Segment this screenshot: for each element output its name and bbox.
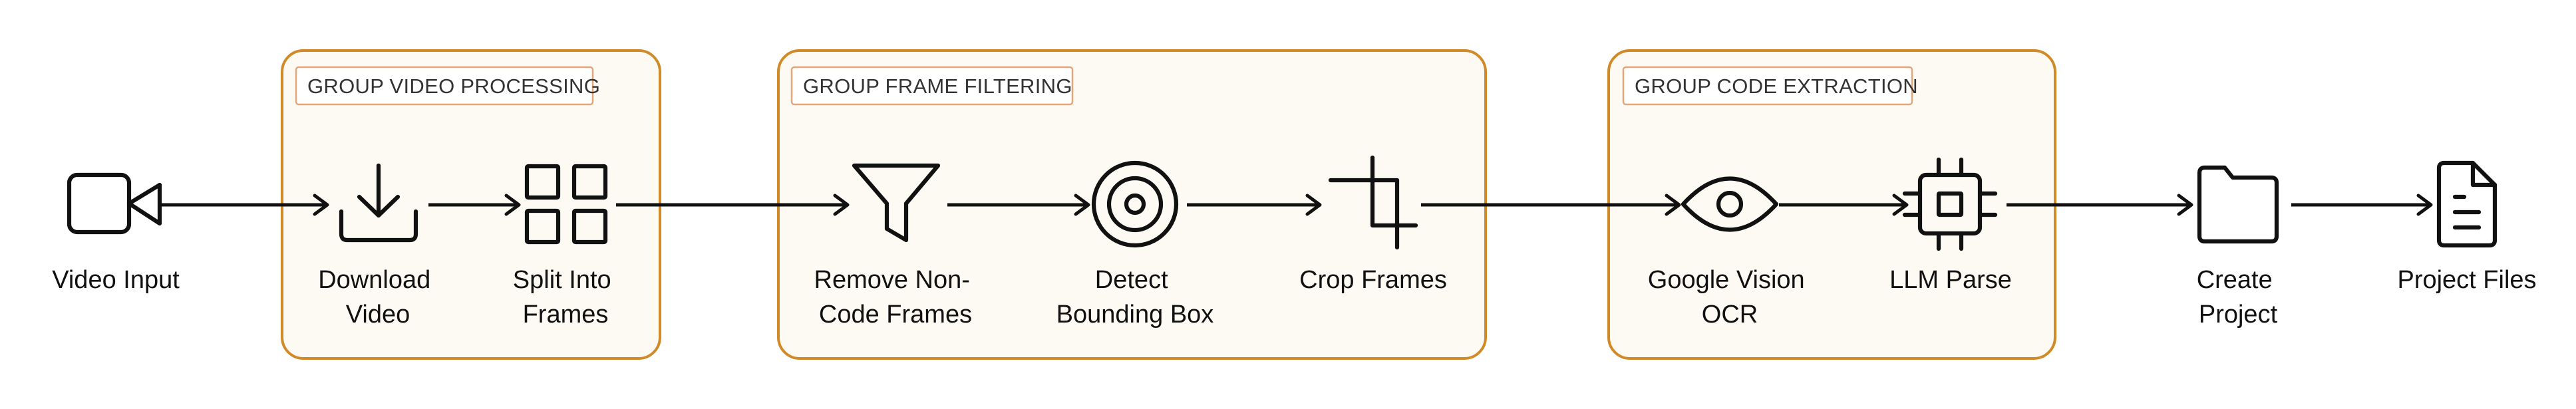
- edge-video-input-to-download: [161, 194, 329, 216]
- google-ocr-label-line-2: OCR: [1702, 301, 1758, 329]
- grid-icon: [524, 164, 608, 245]
- group-video-processing-label: GROUP VIDEO PROCESSING: [307, 74, 600, 98]
- folder-icon: [2197, 165, 2279, 244]
- create-project-label-line-1: Create: [2197, 266, 2273, 294]
- remove-frames-label-line-2: Code Frames: [819, 301, 972, 329]
- edge-crop-to-ocr: [1421, 194, 1681, 216]
- edge-remove-to-detect: [947, 194, 1090, 216]
- create-project-label-line-2: Project: [2199, 301, 2278, 329]
- node-remove-frames: Remove Non- Code Frames: [814, 163, 977, 329]
- edge-ocr-to-llm: [1779, 194, 1909, 216]
- edges: [161, 194, 2433, 216]
- video-input-label-line-1: Video Input: [52, 266, 180, 294]
- split-frames-label-line-1: Split Into: [513, 266, 611, 294]
- edge-split-to-remove: [616, 194, 850, 216]
- node-download-video: Download Video: [318, 163, 438, 329]
- video-input-label: Video Input: [52, 266, 180, 294]
- group-code-extraction-label-box: [1622, 66, 1913, 106]
- remove-frames-label-line-1: Remove Non-: [814, 266, 970, 294]
- video-camera-icon: [67, 172, 162, 235]
- document-icon: [2436, 160, 2497, 248]
- eye-icon: [1681, 176, 1779, 232]
- project-files-label: Project Files: [2397, 266, 2536, 294]
- node-split-frames: Split Into Frames: [513, 164, 618, 329]
- download-video-label-line-1: Download: [318, 266, 430, 294]
- group-frame-filtering-label-box: [790, 66, 1074, 106]
- detect-box-label-line-2: Bounding Box: [1056, 301, 1214, 329]
- google-ocr-label-line-1: Google Vision: [1648, 266, 1805, 294]
- node-video-input: Video Input: [52, 172, 180, 294]
- group-code-extraction-label: GROUP CODE EXTRACTION: [1635, 74, 1918, 98]
- llm-parse-label: LLM Parse: [1889, 266, 2012, 294]
- group-video-processing-label-box: [295, 66, 594, 106]
- edge-create-project-to-files: [2291, 194, 2433, 216]
- node-crop-frames: Crop Frames: [1299, 155, 1447, 294]
- node-detect-box: Detect Bounding Box: [1056, 160, 1214, 329]
- node-llm-parse: LLM Parse: [1889, 157, 2012, 294]
- node-project-files: Project Files: [2397, 160, 2537, 294]
- node-create-project: Create Project: [2197, 165, 2280, 329]
- create-project-label: Create Project: [2197, 266, 2280, 329]
- remove-frames-label: Remove Non- Code Frames: [814, 266, 977, 329]
- download-video-label: Download Video: [318, 266, 438, 329]
- crop-frames-label: Crop Frames: [1299, 266, 1447, 294]
- node-google-ocr: Google Vision OCR: [1648, 176, 1812, 329]
- download-icon: [339, 163, 418, 243]
- group-frame-filtering-label: GROUP FRAME FILTERING: [803, 74, 1072, 98]
- split-frames-label: Split Into Frames: [513, 266, 618, 329]
- crop-frames-label-line-1: Crop Frames: [1299, 266, 1447, 294]
- target-icon: [1091, 160, 1179, 248]
- split-frames-label-line-2: Frames: [523, 301, 609, 329]
- download-video-label-line-2: Video: [346, 301, 410, 329]
- funnel-icon: [852, 163, 941, 243]
- crop-icon: [1328, 155, 1418, 250]
- project-files-label-line-1: Project Files: [2397, 266, 2536, 294]
- edge-detect-to-crop: [1187, 194, 1322, 216]
- detect-box-label: Detect Bounding Box: [1056, 266, 1214, 329]
- detect-box-label-line-1: Detect: [1095, 266, 1168, 294]
- edge-llm-to-create-project: [2007, 194, 2193, 216]
- google-ocr-label: Google Vision OCR: [1648, 266, 1812, 329]
- llm-parse-label-line-1: LLM Parse: [1889, 266, 2012, 294]
- edge-download-to-split: [428, 194, 521, 216]
- cpu-chip-icon: [1902, 157, 1998, 251]
